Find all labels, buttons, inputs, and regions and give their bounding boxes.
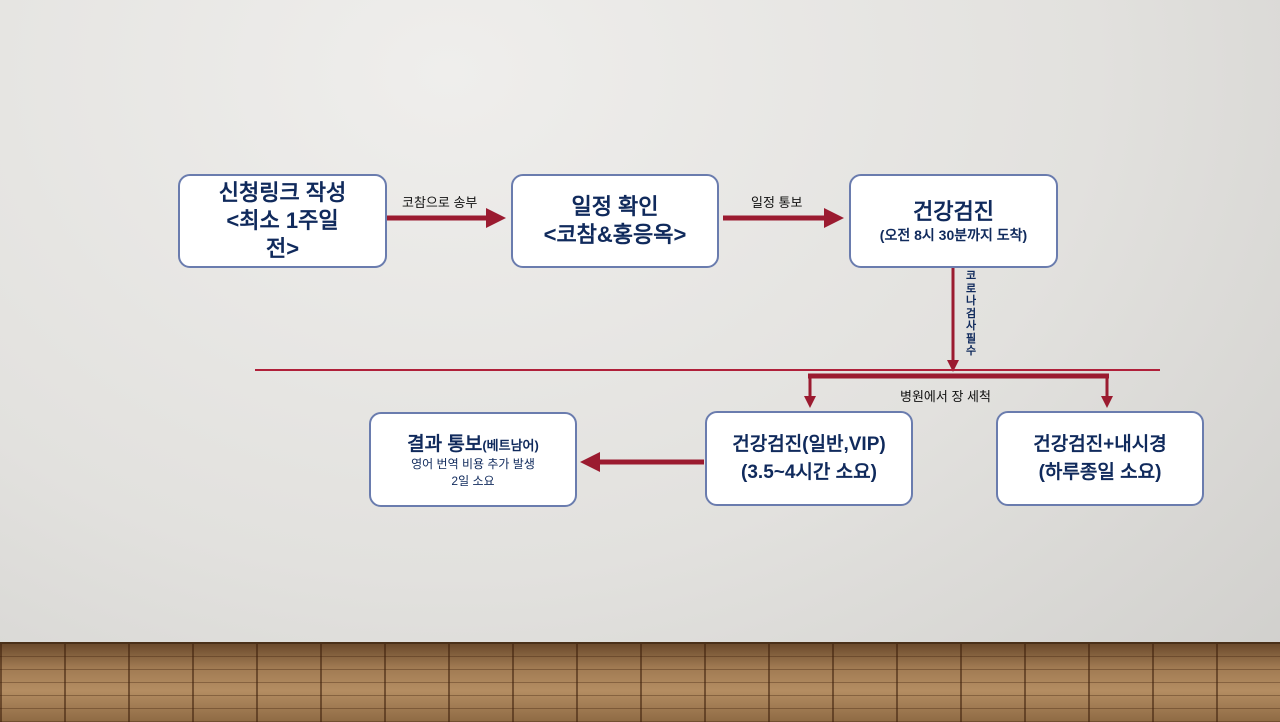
- apply-line1: 신청링크 작성: [218, 180, 347, 205]
- box-endoscopy: 건강검진+내시경 (하루종일 소요): [996, 411, 1204, 506]
- apply-line3: 전>: [265, 236, 300, 261]
- result-title: 결과 통보: [407, 434, 483, 455]
- box-result: 결과 통보(베트남어) 영어 번역 비용 추가 발생 2일 소요: [369, 412, 577, 507]
- label-bowel: 병원에서 장 세척: [900, 389, 991, 404]
- box-apply-link: 신청링크 작성 <최소 1주일 전>: [178, 174, 387, 268]
- endoscopy-line1: 건강검진+내시경: [1033, 433, 1167, 455]
- checkup-title: 건강검진: [913, 199, 994, 224]
- schedule-line1: 일정 확인: [571, 194, 659, 219]
- schedule-line2: <코참&홍응옥>: [543, 222, 687, 247]
- endoscopy-line2: (하루종일 소요): [1038, 461, 1162, 483]
- label-notify: 일정 통보: [751, 195, 803, 210]
- box-schedule: 일정 확인 <코참&홍응옥>: [511, 174, 719, 268]
- general-line1: 건강검진(일반,VIP): [732, 433, 886, 455]
- label-covid: 코로나 검사 필수: [965, 270, 977, 357]
- box-general: 건강검진(일반,VIP) (3.5~4시간 소요): [705, 411, 913, 506]
- checkup-sub: (오전 8시 30분까지 도착): [879, 227, 1028, 243]
- wooden-floor: [0, 642, 1280, 722]
- box-checkup: 건강검진 (오전 8시 30분까지 도착): [849, 174, 1058, 268]
- label-send: 코참으로 송부: [402, 195, 478, 210]
- result-line2: 영어 번역 비용 추가 발생: [411, 457, 535, 471]
- apply-line2: <최소 1주일: [226, 208, 339, 233]
- result-line3: 2일 소요: [451, 474, 495, 488]
- general-line2: (3.5~4시간 소요): [741, 461, 877, 483]
- result-title-small: (베트남어): [482, 438, 539, 453]
